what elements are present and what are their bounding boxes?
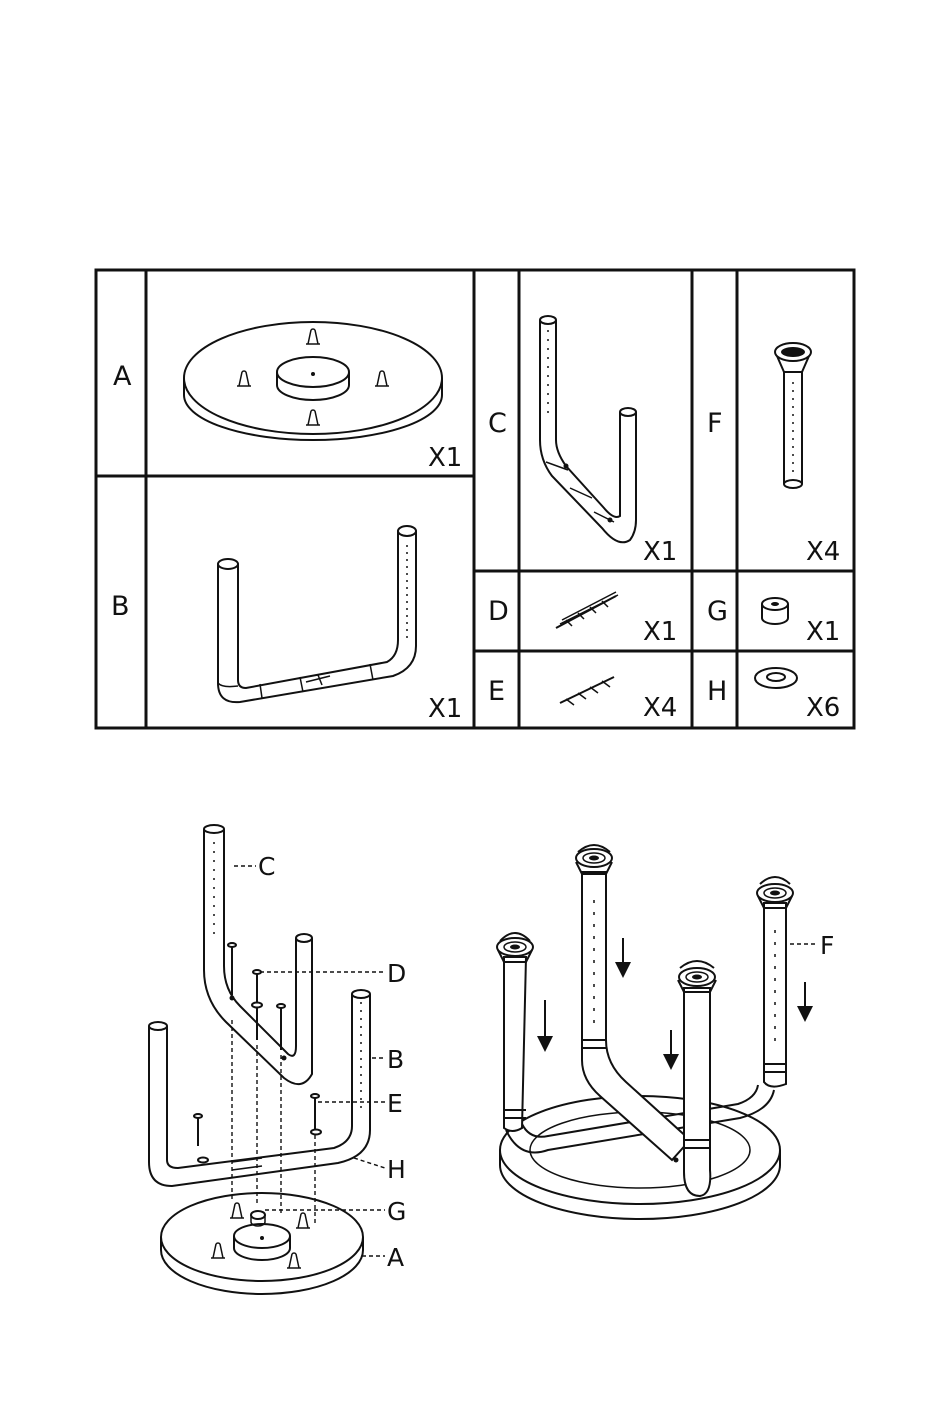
callout-h: H <box>387 1155 406 1184</box>
final-assembly-view: F <box>497 845 834 1219</box>
bent-leg-part-illustration <box>540 316 636 542</box>
part-letter-f: F <box>707 408 723 439</box>
down-arrow-icon <box>797 982 813 1022</box>
down-arrow-icon <box>663 1030 679 1070</box>
adjustable-leg-part-illustration <box>775 343 811 488</box>
exploded-assembly-view: C D B E H G A <box>149 825 406 1294</box>
part-row-g: G X1 <box>707 596 840 647</box>
spacer-nut-icon <box>762 598 788 624</box>
quantity-b: X1 <box>428 694 462 724</box>
callout-d: D <box>387 959 406 988</box>
quantity-a: X1 <box>428 443 462 473</box>
u-frame-part-illustration <box>218 526 416 702</box>
quantity-d: X1 <box>643 617 677 647</box>
part-letter-a: A <box>113 361 132 392</box>
down-arrow-icon <box>537 1000 553 1052</box>
washer-icon <box>755 668 797 688</box>
quantity-g: X1 <box>806 617 840 647</box>
seat-part-illustration <box>184 322 442 440</box>
final-leg-front <box>678 961 716 1196</box>
callout-e: E <box>387 1089 403 1118</box>
exploded-u-frame <box>149 990 370 1186</box>
part-row-f: F X4 <box>707 343 840 567</box>
part-letter-g: G <box>707 596 728 627</box>
part-row-a: A X1 <box>113 322 462 473</box>
callout-c: C <box>258 852 275 881</box>
part-row-b: B X1 <box>111 526 462 724</box>
callout-g: G <box>387 1197 406 1226</box>
short-bolt-icon <box>560 677 614 705</box>
quantity-c: X1 <box>643 537 677 567</box>
part-row-c: C X1 <box>488 316 677 567</box>
callout-b: B <box>387 1045 404 1074</box>
down-arrow-icon <box>615 938 631 978</box>
exploded-seat <box>161 1193 363 1294</box>
quantity-h: X6 <box>806 693 840 723</box>
part-letter-d: D <box>488 596 509 627</box>
part-letter-h: H <box>707 676 727 707</box>
callout-a: A <box>387 1243 404 1272</box>
part-letter-b: B <box>111 591 130 622</box>
part-letter-e: E <box>488 676 505 707</box>
part-row-d: D X1 <box>488 592 677 647</box>
part-row-e: E X4 <box>488 676 677 723</box>
final-leg-right <box>757 877 793 1087</box>
final-leg-left <box>497 933 533 1131</box>
callout-f: F <box>820 931 834 960</box>
part-letter-c: C <box>488 408 507 439</box>
parts-table <box>96 270 854 728</box>
quantity-e: X4 <box>643 693 677 723</box>
quantity-f: X4 <box>806 537 840 567</box>
part-row-h: H X6 <box>707 668 840 723</box>
long-bolt-icon <box>556 592 618 628</box>
